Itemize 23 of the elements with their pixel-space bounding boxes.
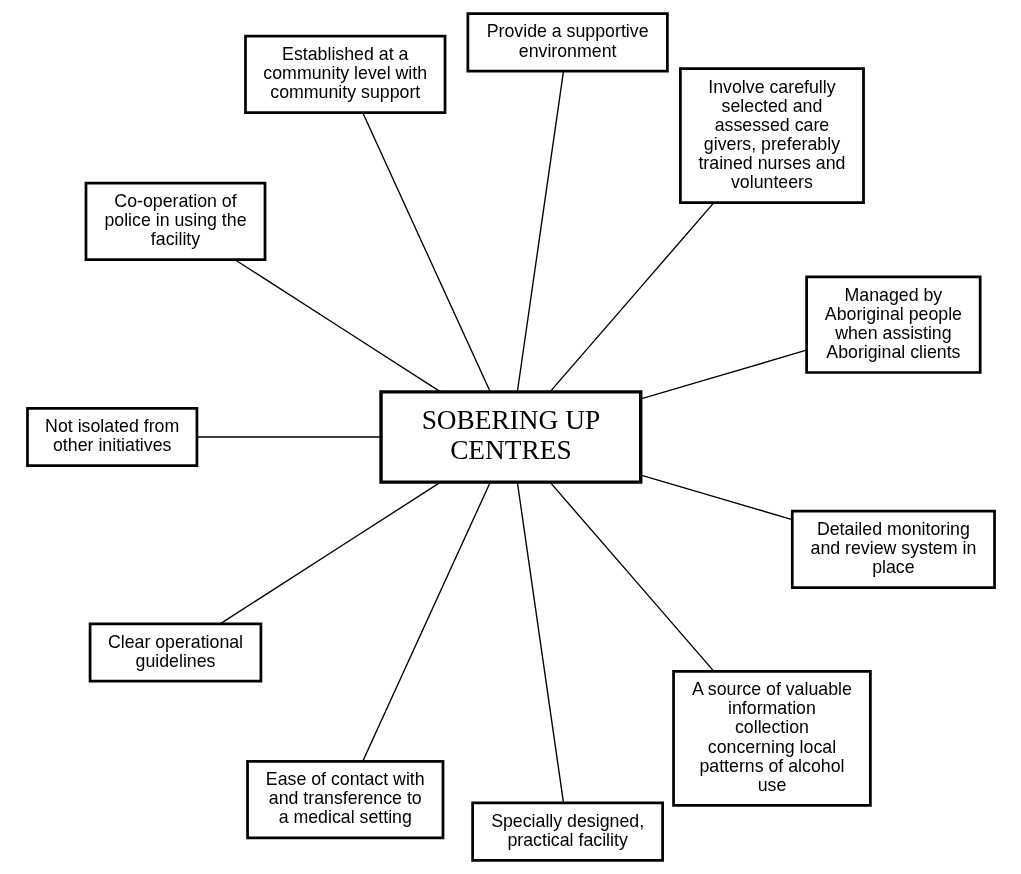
node-box: Provide a supportive environment — [466, 12, 669, 73]
node-box: Established at a community level with community support — [243, 34, 446, 114]
node-box: Ease of contact with and transference to a medical setting — [245, 760, 444, 840]
connector — [548, 202, 714, 393]
connector — [361, 112, 491, 393]
node-box: Clear operational guidelines — [88, 622, 262, 683]
node-box: Not isolated from other initiatives — [25, 406, 198, 468]
connector — [361, 481, 491, 762]
connector — [639, 349, 807, 400]
node-box: SOBERING UP CENTRES — [378, 390, 642, 484]
connector — [233, 259, 441, 393]
node-box: Detailed monitoring and review system in place — [790, 509, 996, 589]
connector — [516, 70, 564, 393]
connector — [639, 474, 793, 521]
node-box: Specially designed, practical facility — [470, 801, 664, 862]
node-box: A source of valuable information collection concerning local patterns of alcohol use — [671, 669, 872, 807]
connector — [219, 481, 441, 625]
connector — [516, 481, 564, 804]
connector — [196, 436, 382, 438]
node-box: Managed by Aboriginal people when assisting Aboriginal clients — [804, 275, 982, 374]
node-box: Co-operation of police in using the facility — [84, 181, 266, 262]
node-box: Involve carefully selected and assessed care givers, preferably trained nurses and volunteers — [678, 67, 865, 205]
connector — [548, 481, 714, 672]
